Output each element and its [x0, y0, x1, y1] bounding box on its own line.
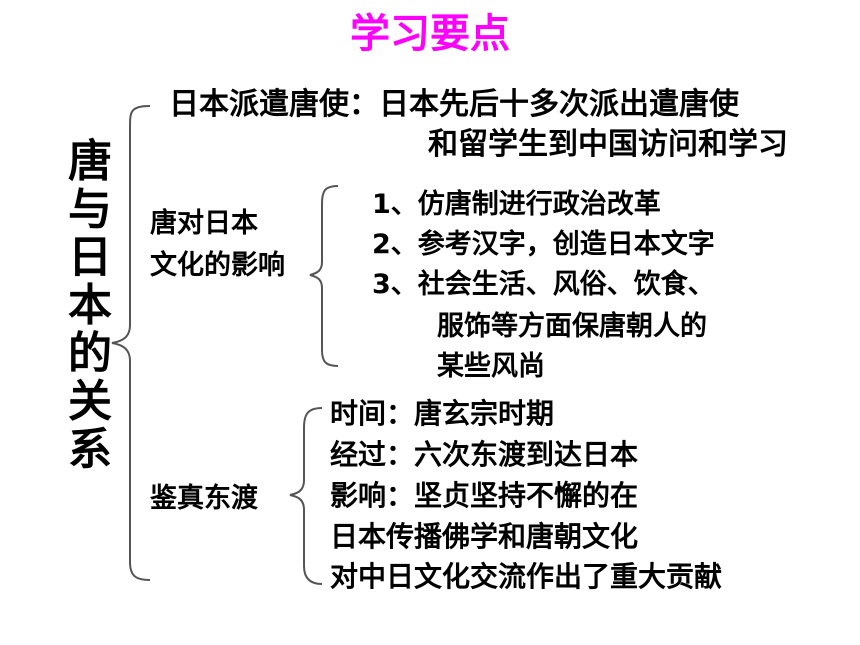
jianzhen-item: 影响：坚贞坚持不懈的在: [330, 479, 639, 512]
vertical-title-char: 系: [68, 424, 112, 475]
vertical-topic-title: 唐 与 日 本 的 关 系: [66, 138, 114, 474]
influence-item: 2、参考汉字，创造日本文字: [372, 229, 715, 260]
vertical-title-char: 的: [68, 328, 112, 379]
jianzhen-item: 经过：六次东渡到达日本: [330, 438, 639, 471]
jianzhen-item: 时间：唐玄宗时期: [330, 397, 555, 430]
vertical-title-char: 与: [68, 184, 112, 235]
influence-item: 服饰等方面保唐朝人的: [437, 311, 707, 342]
influence-item: 某些风尚: [437, 351, 545, 382]
jianzhen-brace: [289, 407, 323, 585]
vertical-title-char: 关: [68, 376, 112, 427]
jianzhen-item: 对中日文化交流作出了重大贡献: [330, 560, 723, 593]
jianzhen-item: 日本传播佛学和唐朝文化: [330, 520, 639, 553]
japan-envoys-line1: 日本派遣唐使：日本先后十多次派出遣唐使: [169, 87, 739, 122]
page-title: 学习要点: [350, 11, 510, 57]
influence-item: 1、仿唐制进行政治改革: [372, 189, 661, 220]
main-brace: [111, 105, 151, 581]
vertical-title-char: 唐: [68, 136, 112, 187]
influence-label-line2: 文化的影响: [150, 250, 285, 281]
jianzhen-label: 鉴真东渡: [150, 483, 258, 514]
vertical-title-char: 日: [68, 232, 112, 283]
influence-item: 3、社会生活、风俗、饮食、: [372, 269, 715, 300]
japan-envoys-line2: 和留学生到中国访问和学习: [428, 127, 788, 162]
vertical-title-char: 本: [68, 280, 112, 331]
influence-brace: [309, 185, 339, 367]
influence-label-line1: 唐对日本: [150, 208, 258, 239]
